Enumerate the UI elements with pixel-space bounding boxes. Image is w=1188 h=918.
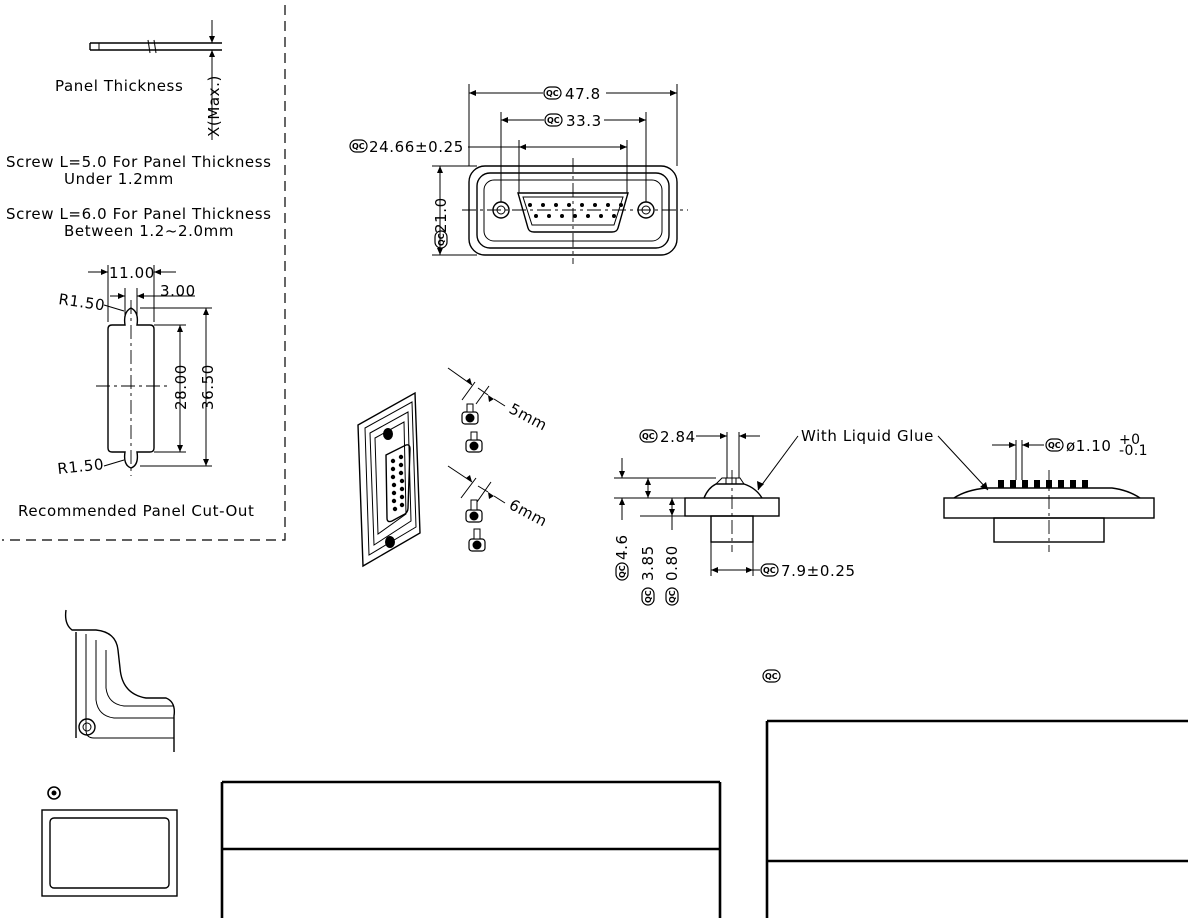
x-max-label: X(Max.) <box>205 75 223 137</box>
cutout-label: Recommended Panel Cut-Out <box>18 502 255 520</box>
qc-symbol-icon: QC <box>434 230 448 249</box>
title-block-center <box>220 780 722 918</box>
svg-text:QC: QC <box>1048 441 1061 450</box>
pin-view-drawing: QC ø1.10 +0 -0.1 <box>943 432 1155 552</box>
qc-symbol-icon: QC <box>1045 438 1064 452</box>
side-glue-label: With Liquid Glue <box>801 427 934 445</box>
panel-thickness-detail: Panel Thickness X(Max.) <box>55 20 223 140</box>
title-block-right <box>765 719 1188 918</box>
side-dim-46: 4.6 <box>613 534 631 560</box>
screw-note-1b: Under 1.2mm <box>64 170 174 188</box>
svg-text:QC: QC <box>644 590 653 603</box>
qc-symbol-icon: QC <box>760 563 779 577</box>
qc-symbol-icon: QC <box>544 113 563 127</box>
svg-text:QC: QC <box>352 142 365 151</box>
svg-text:QC: QC <box>642 432 655 441</box>
side-dim-79: 7.9±0.25 <box>781 562 856 580</box>
qc-symbol-icon: QC <box>641 587 655 606</box>
cutout-dim-3: 3.00 <box>160 282 196 300</box>
cutout-dim-36: 36.50 <box>199 364 217 410</box>
iso-pins <box>390 454 405 512</box>
front-dim-holes: 33.3 <box>566 112 602 130</box>
side-dim-284: 2.84 <box>660 428 696 446</box>
left-section-border <box>2 5 286 541</box>
qc-symbol-icon: QC <box>615 562 629 581</box>
panel-thickness-label: Panel Thickness <box>55 77 183 95</box>
qc-symbol-icon: QC <box>665 587 679 606</box>
svg-text:QC: QC <box>546 89 559 98</box>
front-view-drawing: QC 47.8 QC 33.3 QC 24.66±0.25 21.0 QC <box>349 84 688 264</box>
screw-note-1a: Screw L=5.0 For Panel Thickness <box>6 153 272 171</box>
reference-symbol-icon <box>47 786 61 800</box>
pin-dim-dia: ø1.10 <box>1066 437 1112 455</box>
front-dim-overall: 47.8 <box>565 85 601 103</box>
cutout-dim-width: 11.00 <box>109 264 155 282</box>
panel-cutout-drawing: 11.00 3.00 R1.50 R1.50 28.00 36.50 Recom… <box>18 264 255 520</box>
svg-text:QC: QC <box>763 566 776 575</box>
screw-note-2a: Screw L=6.0 For Panel Thickness <box>6 205 272 223</box>
screw-note-2b: Between 1.2~2.0mm <box>64 222 234 240</box>
svg-text:QC: QC <box>765 672 778 681</box>
screw-group-5mm: 5mm <box>447 367 550 453</box>
side-view-drawing: QC 2.84 With Liquid Glue 4.6 QC 3.85 QC … <box>613 427 989 606</box>
front-dim-height: 21.0 <box>432 197 450 233</box>
cutout-dim-28: 28.00 <box>172 364 190 410</box>
svg-text:QC: QC <box>668 590 677 603</box>
qc-symbol-icon: QC <box>639 429 658 443</box>
pin-tol-lower: -0.1 <box>1119 443 1148 459</box>
screw-label-6mm: 6mm <box>506 496 550 531</box>
qc-legend-icon: QC <box>762 669 781 683</box>
svg-text:QC: QC <box>618 565 627 578</box>
front-dim-shell: 24.66±0.25 <box>369 138 464 156</box>
isometric-connector-drawing: 5mm 6mm <box>357 367 550 568</box>
corner-detail-drawing <box>64 609 176 752</box>
qc-symbol-icon: QC <box>349 139 368 153</box>
svg-text:QC: QC <box>547 116 560 125</box>
pin-row-side <box>998 480 1088 488</box>
screw-label-5mm: 5mm <box>506 400 550 435</box>
cutout-radius-top: R1.50 <box>57 290 106 314</box>
pin-tol-upper: +0 <box>1119 432 1140 448</box>
screw-group-6mm: 6mm <box>447 465 550 552</box>
side-dim-385: 3.85 <box>639 545 657 581</box>
reference-box <box>41 809 178 897</box>
pin-row-bottom <box>534 214 616 218</box>
pin-row-top <box>528 203 623 207</box>
qc-symbol-icon: QC <box>543 86 562 100</box>
screw-notes: Screw L=5.0 For Panel Thickness Under 1.… <box>6 153 272 240</box>
svg-text:QC: QC <box>437 233 446 246</box>
side-dim-080: 0.80 <box>663 545 681 581</box>
cutout-radius-bottom: R1.50 <box>57 455 105 478</box>
